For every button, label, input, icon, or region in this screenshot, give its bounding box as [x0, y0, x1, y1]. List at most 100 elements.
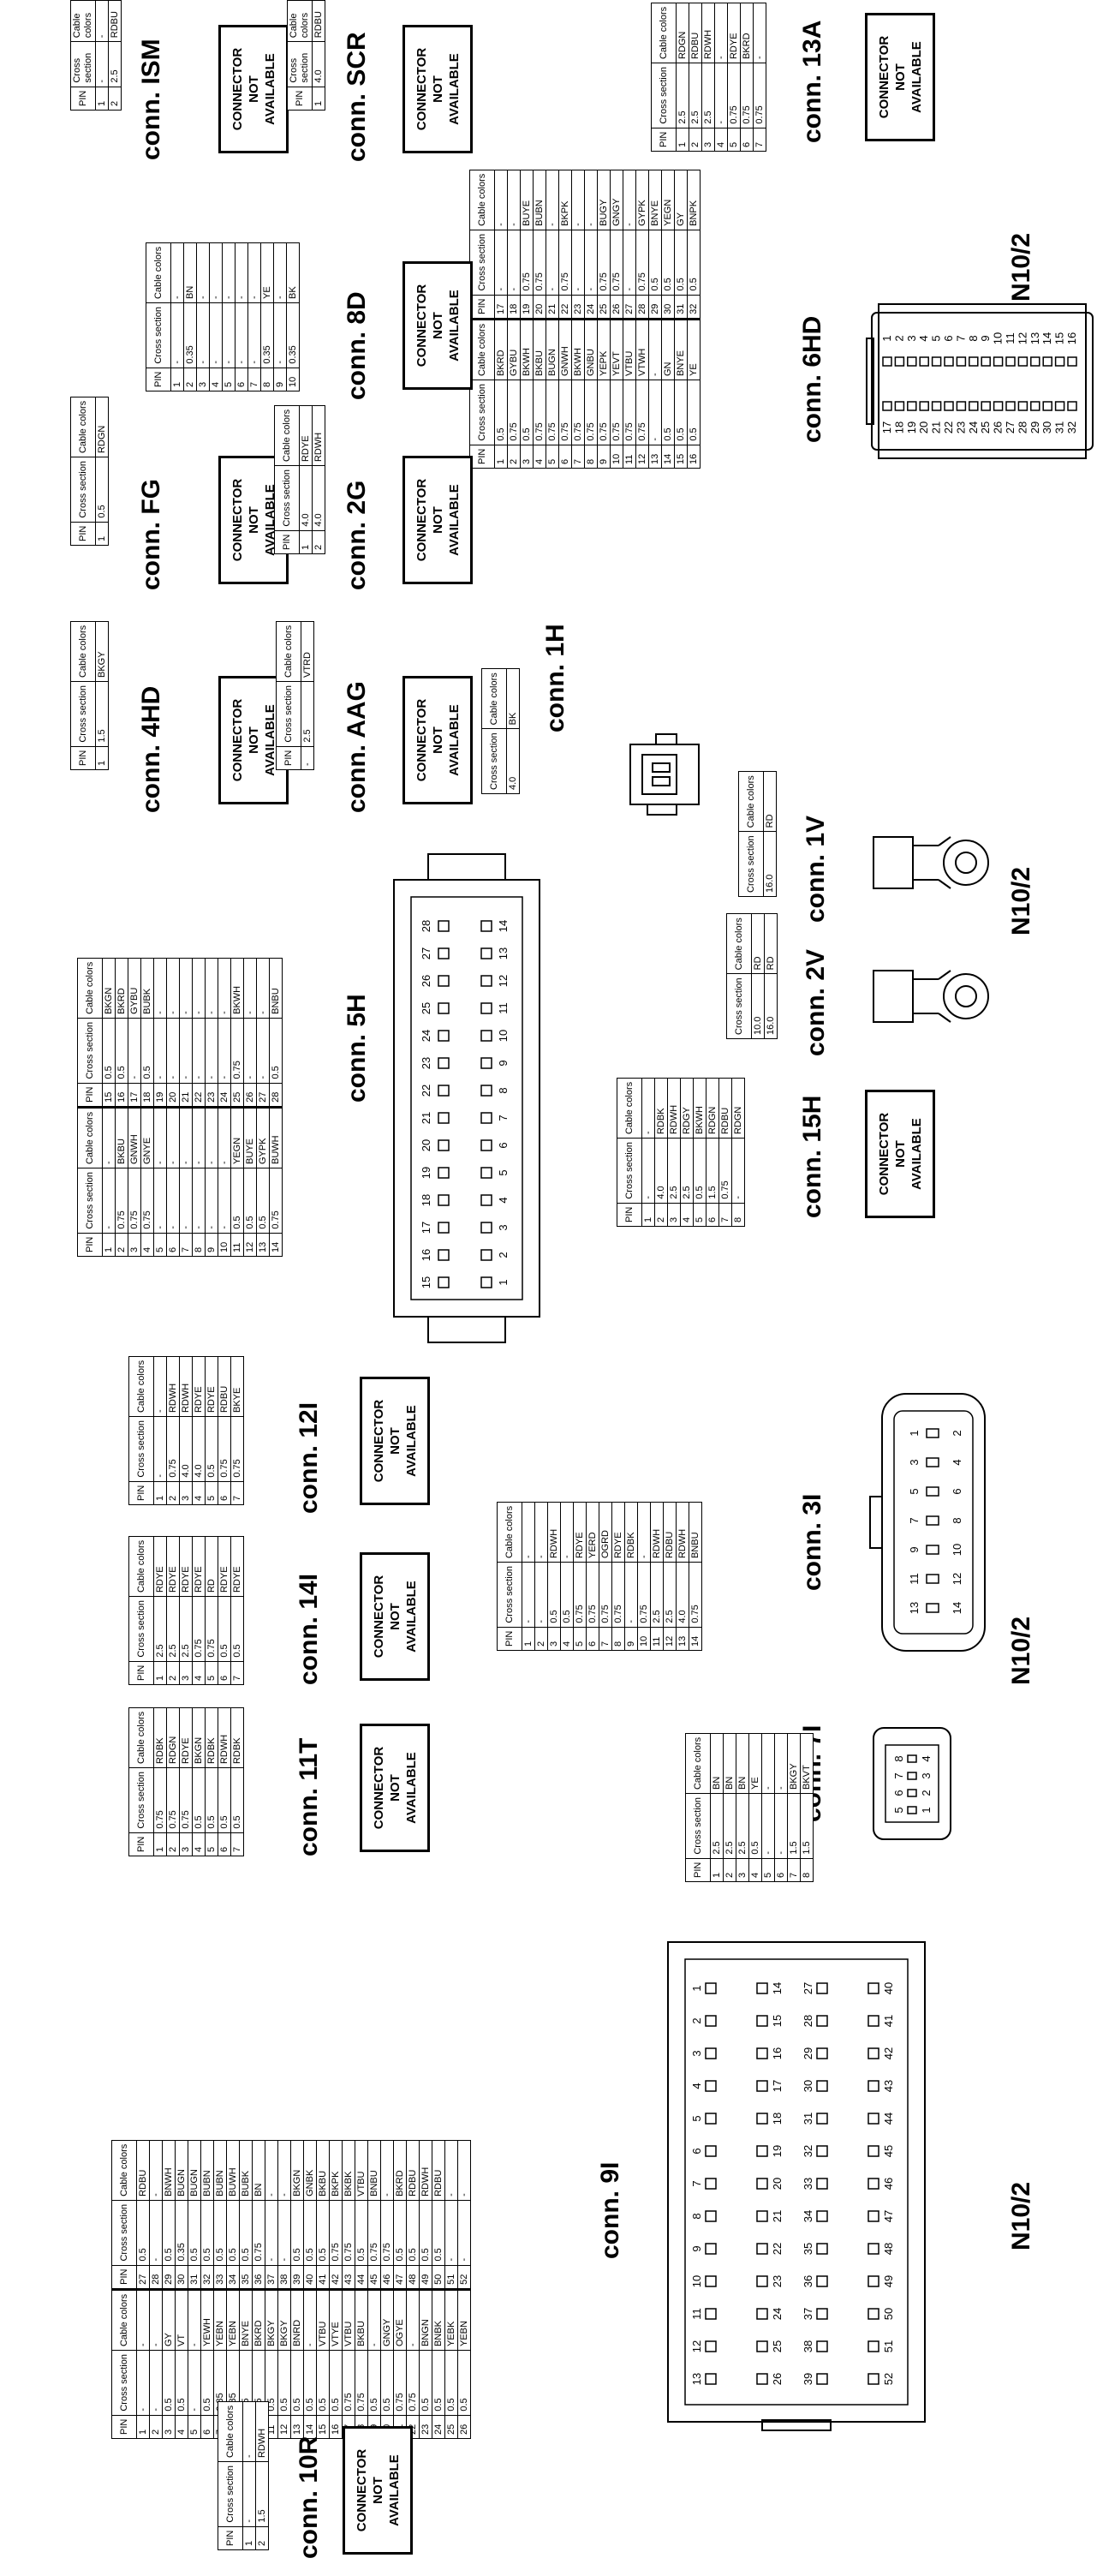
cell-pin: 25	[444, 2415, 458, 2439]
pin-number-label: 8	[892, 1755, 905, 1761]
cell-pin: 1	[153, 1481, 167, 1505]
pin-socket	[480, 1139, 492, 1151]
cell-cross: 0.5	[205, 1416, 218, 1482]
pin-socket	[907, 356, 917, 367]
col-header-cross: Cross section	[128, 1416, 154, 1482]
cell-color: -	[584, 170, 598, 230]
col-header-cross: Cross section	[287, 41, 313, 87]
pin-number-label: 15	[771, 2015, 784, 2027]
cell-cross: 2.5	[676, 63, 689, 129]
cell-cross: 0.5	[560, 1562, 574, 1628]
cell-pin: 2	[312, 530, 325, 554]
pin-socket	[993, 356, 1004, 367]
pin-number-label: 50	[882, 2308, 895, 2320]
connector-latch	[866, 338, 874, 425]
cell-cross: 0.75	[252, 2200, 265, 2266]
cell-pin: 52	[457, 2265, 471, 2290]
cell-pin: 51	[444, 2265, 458, 2290]
cell-color: RDYE	[205, 1356, 218, 1417]
cell-color: -	[153, 958, 167, 1019]
cell-cross: 0.5	[494, 380, 508, 445]
connector-housing	[684, 1958, 909, 2406]
cell-cross: -	[761, 1793, 775, 1859]
cell-color: BKGN	[192, 1707, 206, 1768]
pin-number-label: 3	[690, 2050, 703, 2056]
cell-color: -	[522, 1502, 535, 1563]
conn-12I-title: conn. 12I	[295, 1402, 323, 1514]
cell-cross: 2.5	[663, 1562, 677, 1628]
cell-color: YEGN	[661, 170, 675, 230]
cell-pin: 8	[192, 1233, 206, 1257]
pin-number-label: 52	[882, 2373, 895, 2385]
cell-color: BKWH	[571, 319, 585, 380]
col-header-colors: Cable colors	[481, 668, 507, 729]
cell-cross: 0.5	[230, 1168, 244, 1234]
pin-socket	[1067, 401, 1077, 411]
pin-socket	[919, 356, 929, 367]
pin-number-label: 44	[882, 2113, 895, 2125]
cell-pin: 29	[162, 2265, 176, 2290]
col-header-cross: Cross section	[617, 1138, 642, 1204]
cell-color: YEWH	[200, 2289, 214, 2351]
cell-pin: -	[301, 746, 314, 770]
pin-number-label: 10	[690, 2275, 703, 2287]
cell-pin: 7	[179, 1233, 193, 1257]
col-header-pin: PIN	[287, 87, 313, 111]
pin-number-label: 1	[497, 1279, 510, 1285]
cell-color: RDYE	[218, 1536, 231, 1597]
cell-pin: 2	[507, 445, 521, 469]
pin-socket	[705, 2080, 717, 2092]
pin-number-label: 7	[892, 1772, 905, 1778]
pin-socket	[926, 1545, 939, 1555]
cell-pin: 9	[624, 1627, 638, 1651]
pin-socket	[867, 2145, 879, 2157]
pin-number-label: 29	[802, 2047, 814, 2059]
cell-pin: 16	[687, 445, 701, 469]
pin-socket	[816, 2243, 828, 2255]
cell-cross: -	[205, 1018, 218, 1084]
pin-socket	[705, 2308, 717, 2320]
cell-color: GNWH	[558, 319, 572, 380]
pin-number-label: 22	[420, 1085, 432, 1097]
cell-cross: -	[256, 1018, 270, 1084]
cell-cross: 0.75	[718, 1138, 732, 1204]
cell-cross: 0.75	[166, 1416, 180, 1482]
cell-color: BKWH	[520, 319, 534, 380]
cell-color: YERD	[586, 1502, 599, 1563]
cell-cross: 0.5	[520, 380, 534, 445]
pin-socket	[756, 2015, 768, 2027]
cell-cross: 1.5	[95, 681, 109, 747]
cell-color: YEBN	[226, 2289, 240, 2351]
cell-cross: -	[192, 1168, 206, 1234]
connector-1v-drawing	[873, 836, 989, 889]
cell-pin: 6	[235, 368, 248, 391]
pin-number-label: 2	[951, 1430, 963, 1436]
col-header-pin: PIN	[218, 2526, 243, 2550]
cell-pin: 3	[179, 1661, 193, 1685]
col-header-cross: Cross section	[218, 2461, 243, 2527]
pin-socket	[438, 1167, 450, 1179]
cell-pin: 22	[558, 295, 572, 320]
pin-number-label: 12	[690, 2340, 703, 2352]
cell-cross: -	[149, 2200, 163, 2266]
conn-ISM-title: conn. ISM	[137, 39, 165, 160]
cell-pin: 4	[560, 1627, 574, 1651]
